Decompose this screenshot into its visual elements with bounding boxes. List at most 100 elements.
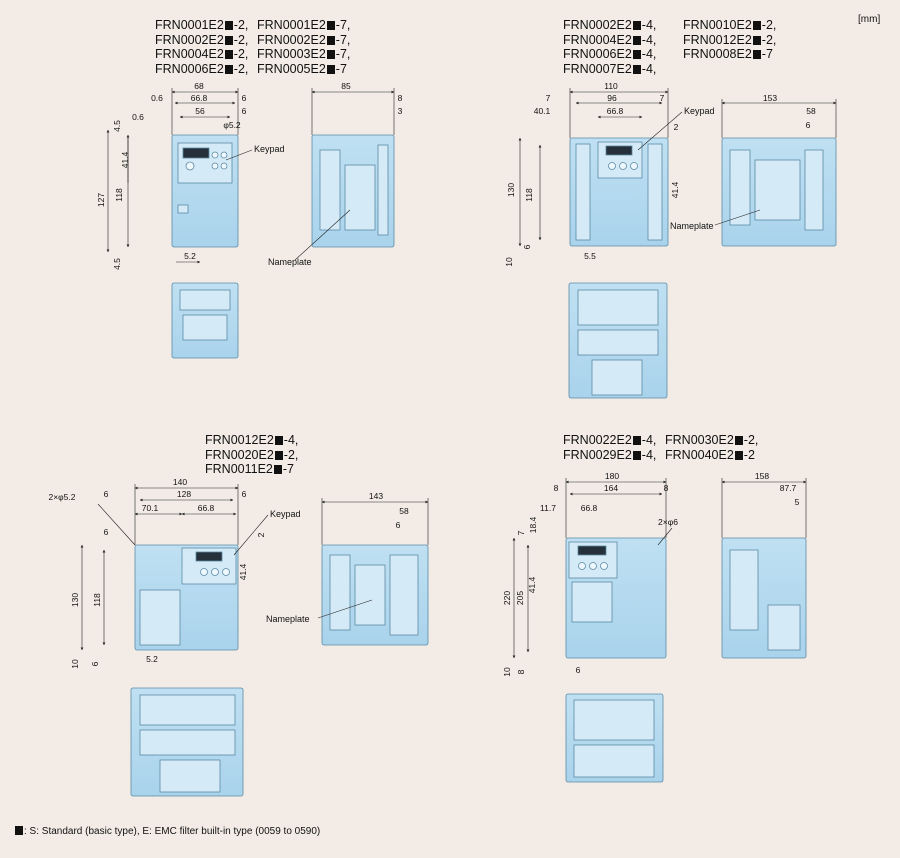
model-code: FRN0029E2 — [563, 447, 632, 462]
model-square-icon — [734, 436, 743, 445]
model-square-icon — [632, 50, 641, 59]
model-code: FRN0012E2 — [205, 433, 274, 447]
g3-model-row: FRN0020E2 -2, — [205, 448, 307, 463]
model-square-icon — [224, 64, 233, 74]
g4-dimension-label: 8 — [664, 483, 669, 493]
g3-dimension-label: 128 — [177, 489, 191, 499]
model-code: FRN0040E2 — [665, 447, 734, 462]
model-code: FRN0002E2 — [563, 18, 632, 32]
footnote-text: : S: Standard (basic type), E: EMC filte… — [24, 826, 321, 837]
model-code: FRN0005E2 — [257, 61, 326, 76]
g3-model-row: FRN0012E2 -4, — [205, 433, 307, 448]
g2-model-row: FRN0006E2-4,FRN0008E2-7 — [563, 47, 776, 62]
g2-dimension-label: 40.1 — [534, 106, 551, 116]
model-code: FRN0002E2 — [155, 32, 224, 47]
model-suffix: -7 — [761, 47, 773, 61]
model-code: FRN0020E2 — [205, 447, 274, 462]
g1-dimension-label: 6 — [242, 93, 247, 103]
g3-dimension-label: 66.8 — [198, 503, 215, 513]
g4-dimension-label: 18.4 — [528, 516, 538, 533]
g2-dimension-label: 41.4 — [670, 181, 680, 198]
g4-dimension-label: 205 — [515, 591, 525, 605]
g3-dimension-label: 6 — [396, 520, 401, 530]
g4-dimension-label: 164 — [604, 483, 618, 493]
model-suffix: -4, — [641, 447, 657, 462]
g2-dimension-label: 6 — [522, 244, 532, 249]
g3-dimension-label: 118 — [92, 593, 102, 607]
g3-dimension-label: 6 — [242, 489, 247, 499]
footnote-square-icon — [15, 826, 23, 835]
model-suffix: -4, — [283, 433, 299, 447]
model-suffix: -7 — [282, 462, 294, 476]
g1-dimension-label: 68 — [194, 81, 204, 91]
model-suffix: -2, — [233, 47, 249, 61]
g3-dimension-label: 5.2 — [146, 654, 158, 664]
model-list-g4: FRN0022E2-4,FRN0030E2-2,FRN0029E2-4,FRN0… — [563, 433, 758, 462]
model-square-icon — [274, 450, 283, 460]
model-suffix: -2, — [233, 18, 249, 32]
model-code: FRN0011E2 — [205, 462, 273, 476]
g1-dimension-label: 6 — [242, 106, 247, 116]
g2-dimension-label: 5.5 — [584, 251, 596, 261]
model-code: FRN0006E2 — [155, 61, 224, 76]
model-code: FRN0004E2 — [563, 32, 632, 47]
model-suffix: -4, — [641, 47, 657, 61]
model-suffix: -7, — [335, 18, 351, 32]
g2-dimension-label: 58 — [806, 106, 816, 116]
g3-dimension-label: 2 — [256, 532, 266, 537]
model-square-icon — [326, 50, 335, 59]
g2-dimension-label: 6 — [806, 120, 811, 130]
g1-dimension-label: 0.6 — [151, 93, 163, 103]
g3-dimension-label: 41.4 — [238, 563, 248, 580]
g2-model-row: FRN0004E2-4,FRN0012E2-2, — [563, 33, 776, 48]
model-suffix: -7, — [335, 32, 351, 47]
g3-dimension-label: 143 — [369, 491, 383, 501]
model-suffix: -2, — [283, 447, 299, 462]
g1-dimension-label: 41.4 — [120, 151, 130, 168]
model-code: FRN0004E2 — [155, 47, 224, 61]
g2-dimension-label: 10 — [504, 257, 514, 267]
g3-dimension-label: 6 — [104, 489, 109, 499]
g3-dimension-label: 2×φ5.2 — [48, 492, 75, 502]
model-square-icon — [632, 450, 641, 460]
model-square-icon — [326, 35, 335, 45]
model-code: FRN0001E2 — [257, 18, 326, 32]
g4-dimension-label: 180 — [605, 471, 619, 481]
g4-model-row: FRN0022E2-4,FRN0030E2-2, — [563, 433, 758, 448]
model-square-icon — [632, 21, 641, 30]
model-suffix: -2, — [233, 61, 249, 76]
model-suffix: -2, — [761, 18, 777, 32]
model-suffix: -2, — [233, 32, 249, 47]
g3-dimension-label: 70.1 — [142, 503, 159, 513]
g4-dimension-label: 158 — [755, 471, 769, 481]
model-suffix: -2, — [761, 32, 777, 47]
model-square-icon — [752, 35, 761, 45]
model-list-g1: FRN0001E2-2,FRN0001E2-7,FRN0002E2-2,FRN0… — [155, 18, 350, 76]
g4-dimension-label: 66.8 — [581, 503, 598, 513]
g2-dimension-label: 7 — [546, 93, 551, 103]
g4-dimension-label: 11.7 — [540, 503, 556, 513]
model-code: FRN0030E2 — [665, 433, 734, 447]
g2-dimension-label: 2 — [674, 122, 679, 132]
g3-dimension-label: 130 — [70, 593, 80, 607]
model-suffix: -4, — [641, 32, 657, 47]
g1-dimension-label: 4.5 — [112, 258, 122, 270]
model-list-g2: FRN0002E2-4,FRN0010E2-2,FRN0004E2-4,FRN0… — [563, 18, 776, 76]
model-suffix: -2 — [743, 447, 755, 462]
model-square-icon — [632, 436, 641, 445]
g4-model-row: FRN0029E2 -4, FRN0040E2 -2 — [563, 448, 758, 463]
model-square-icon — [224, 35, 233, 45]
model-square-icon — [224, 21, 233, 30]
g2-dimension-label: 130 — [506, 183, 516, 197]
g4-dimension-label: 220 — [502, 591, 512, 605]
g2-model-row: FRN0007E2-4, — [563, 62, 776, 77]
g3-dimension-label: 140 — [173, 477, 187, 487]
model-square-icon — [326, 64, 335, 74]
g1-dimension-label: φ5.2 — [223, 120, 241, 130]
g3-dimension-label: 58 — [399, 506, 409, 516]
model-square-icon — [734, 450, 743, 460]
g4-dimension-label: 7 — [516, 530, 526, 535]
g4-dimension-label: 2×φ6 — [658, 517, 678, 527]
model-square-icon — [224, 50, 233, 59]
g2-dimension-label: 7 — [660, 93, 665, 103]
